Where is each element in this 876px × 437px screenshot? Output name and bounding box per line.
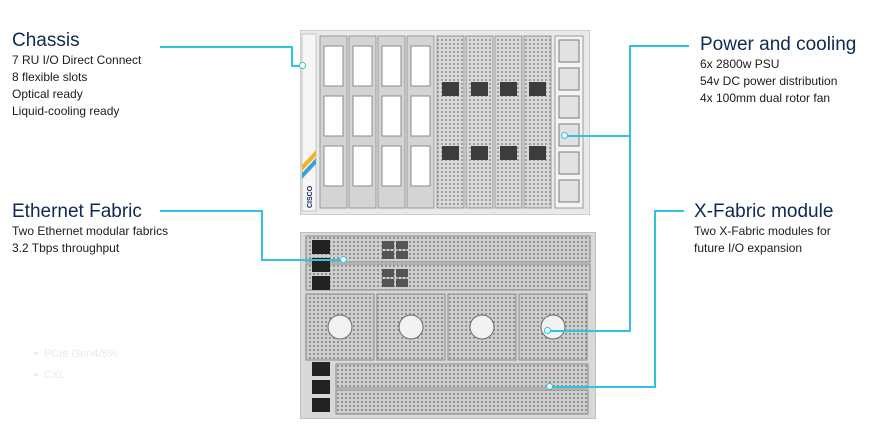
chassis-callout-dot [299, 62, 306, 69]
chassis-callout-line [291, 65, 301, 67]
power-heading: Power and cooling [700, 34, 857, 55]
ethernet-callout-line [160, 210, 262, 212]
ethernet-callout-line [261, 210, 263, 260]
ethernet-line: Two Ethernet modular fabrics [12, 224, 169, 238]
psu-column [554, 35, 584, 209]
xfabric-callout-line [654, 210, 656, 388]
power-callout-dot [561, 132, 568, 139]
ethernet-callout-dot [340, 256, 347, 263]
power-block: Power and cooling 6x 2800w PSU 54v DC po… [700, 34, 856, 107]
xfabric-heading: X-Fabric module [694, 201, 834, 222]
chassis-rear-image [300, 232, 596, 419]
power-callout-line [548, 330, 630, 332]
power-line: 4x 100mm dual rotor fan [700, 91, 831, 105]
chassis-front-image: CISCO [300, 30, 590, 215]
power-callout-line [629, 45, 689, 47]
xfabric-callout-line [550, 386, 656, 388]
ethernet-fabric-modules [305, 235, 591, 291]
xfabric-block: X-Fabric module Two X-Fabric modules for… [694, 201, 833, 257]
xfabric-callout-dot [546, 383, 553, 390]
chassis-callout-line [160, 46, 292, 48]
faint-bullet: • PCIe Gen4/5% [34, 348, 118, 360]
chassis-line: 7 RU I/O Direct Connect [12, 53, 142, 67]
chassis-line: 8 flexible slots [12, 70, 88, 84]
xfabric-line: Two X-Fabric modules for [694, 224, 831, 238]
ethernet-callout-line [261, 259, 341, 261]
power-inlets [312, 240, 330, 412]
power-callout-dot [544, 327, 551, 334]
fan-modules [305, 293, 588, 361]
xfabric-modules [335, 363, 589, 415]
power-callout-line [566, 135, 630, 137]
chassis-heading: Chassis [12, 30, 80, 51]
chassis-block: Chassis 7 RU I/O Direct Connect 8 flexib… [12, 30, 141, 120]
faint-bullet: • CXL [34, 369, 66, 381]
xfabric-line: future I/O expansion [694, 241, 803, 255]
power-callout-line [629, 45, 631, 332]
compute-slots [319, 35, 435, 209]
brand-text: CISCO [307, 185, 314, 208]
ethernet-block: Ethernet Fabric Two Ethernet modular fab… [12, 201, 168, 257]
chassis-line: Optical ready [12, 87, 83, 101]
chassis-callout-line [291, 46, 293, 66]
chassis-line: Liquid-cooling ready [12, 104, 120, 118]
xfabric-callout-line [654, 210, 684, 212]
blank-slots [436, 35, 552, 209]
power-line: 6x 2800w PSU [700, 57, 780, 71]
ethernet-heading: Ethernet Fabric [12, 201, 142, 222]
faint-bullet-text: CXL [43, 369, 66, 381]
power-line: 54v DC power distribution [700, 74, 838, 88]
ethernet-line: 3.2 Tbps throughput [12, 241, 120, 255]
faint-bullet-text: PCIe Gen4/5% [43, 348, 118, 360]
